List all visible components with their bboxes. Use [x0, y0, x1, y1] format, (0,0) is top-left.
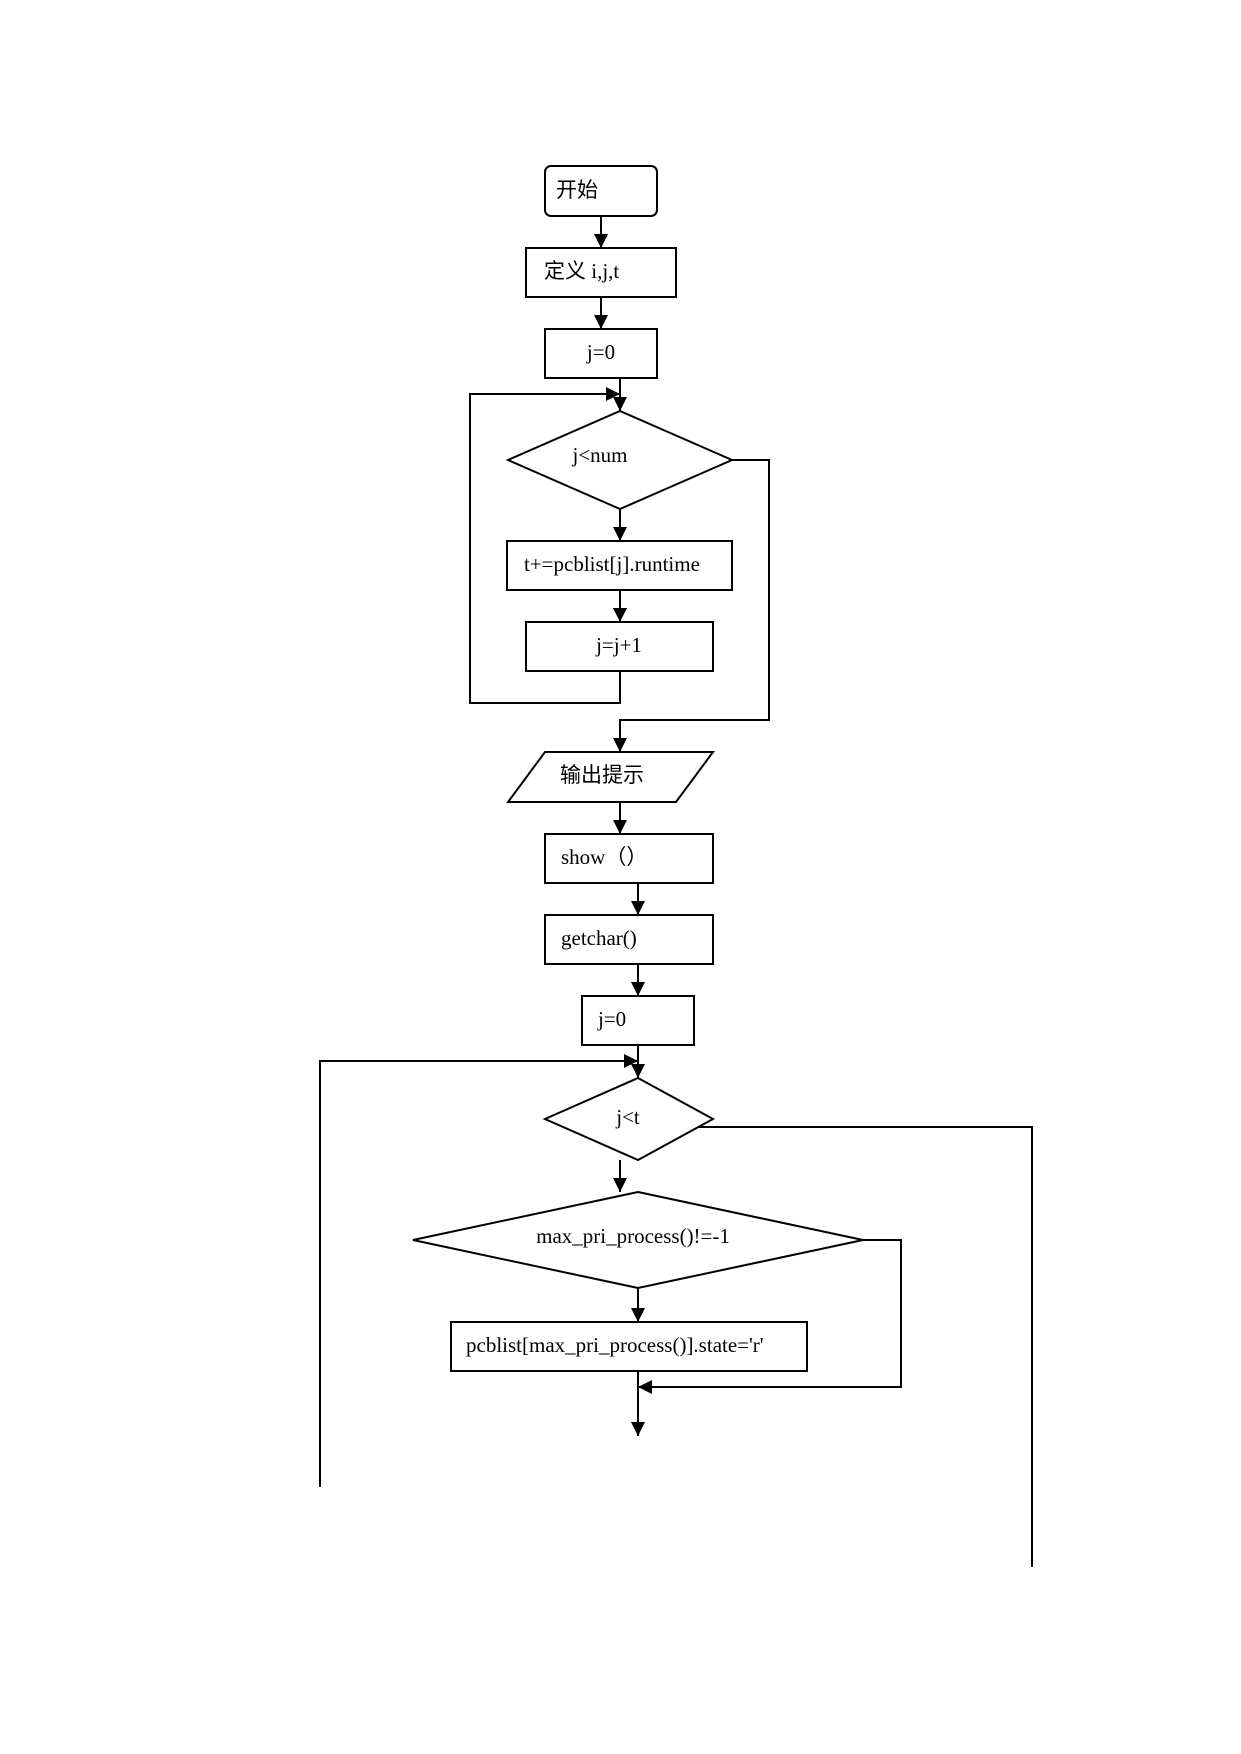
set-state-node — [450, 1321, 808, 1372]
call-getchar-node — [544, 914, 714, 965]
accumulate-runtime-label: t+=pcblist[j].runtime — [524, 552, 700, 576]
output-prompt-io — [506, 751, 715, 803]
output-prompt-label: 输出提示 — [560, 763, 644, 787]
cond-j-lt-t-label: j<t — [615, 1105, 640, 1129]
init-j-label-1: j=0 — [586, 340, 615, 364]
call-show-node — [544, 833, 714, 884]
set-state-label: pcblist[max_pri_process()].state='r' — [466, 1333, 764, 1357]
start-label: 开始 — [556, 178, 598, 202]
init-j-node-2 — [581, 995, 695, 1046]
exit-cond-num-to-output — [613, 459, 770, 752]
increment-j-label: j=j+1 — [595, 633, 642, 657]
loop-back-to-cond-num — [469, 387, 621, 704]
exit-cond-t-line — [698, 1126, 1033, 1567]
loop-back-to-cond-t — [319, 1054, 638, 1487]
cond-max-pri-label: max_pri_process()!=-1 — [536, 1224, 730, 1248]
cond-j-lt-num-label: j<num — [571, 443, 627, 467]
init-j-label-2: j=0 — [597, 1007, 626, 1031]
call-getchar-label: getchar() — [561, 926, 637, 950]
call-show-label: show（） — [561, 845, 647, 869]
define-vars-node — [525, 247, 677, 298]
cond-j-lt-t-decision — [542, 1076, 716, 1162]
define-vars-label: 定义 i,j,t — [544, 259, 619, 283]
bypass-cond-max — [638, 1239, 902, 1394]
